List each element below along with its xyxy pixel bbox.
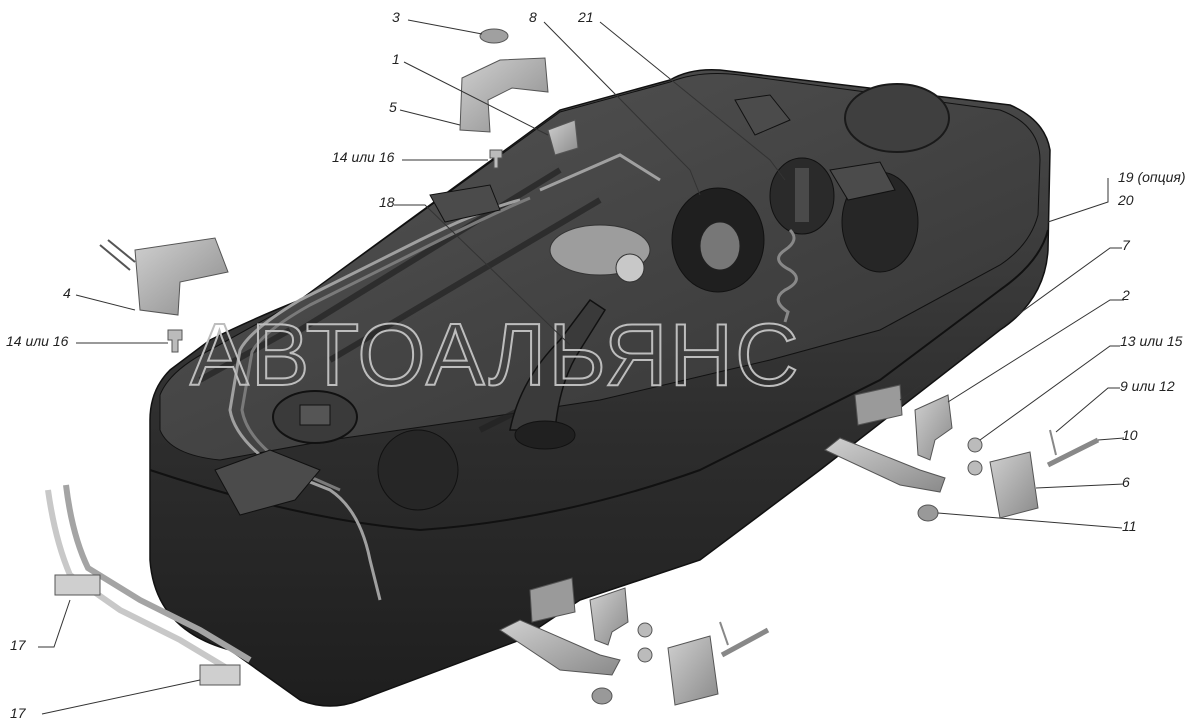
- callout-13: 13 или 15: [1120, 333, 1183, 349]
- sensor-wire-part: [99, 239, 136, 271]
- callout-2: 2: [1121, 287, 1130, 303]
- callout-5: 5: [389, 99, 397, 115]
- clip-part: [547, 119, 579, 156]
- callout-7: 7: [1122, 237, 1131, 253]
- leader-7: [899, 247, 1122, 401]
- callout-1: 1: [392, 51, 400, 67]
- tank-side-recess-front: [377, 429, 459, 511]
- tank-seam-band: [149, 229, 1049, 532]
- leader-19: [1047, 178, 1109, 223]
- leader-8: [543, 21, 701, 196]
- leader-5: [399, 109, 461, 126]
- callout-14-left: 14 или 16: [6, 333, 69, 349]
- tank-ridge: [198, 167, 602, 433]
- clamp-part-upper: [54, 574, 101, 596]
- tank-strap-pad-front: [214, 449, 321, 516]
- leader-4: [75, 294, 136, 311]
- leader-1: [403, 61, 549, 136]
- tensioner-bracket-part-right: [989, 451, 1039, 519]
- leader-18: [394, 204, 571, 346]
- leader-6: [1035, 483, 1125, 489]
- strap-part-left: [499, 619, 621, 676]
- leader-lines: [38, 19, 1125, 715]
- leader-9: [1055, 387, 1120, 433]
- long-bolt-part-left: [720, 627, 770, 658]
- callout-21: 21: [577, 9, 594, 25]
- cotter-pin-part-left: [719, 621, 729, 646]
- bolt-part-left-b: [637, 647, 653, 663]
- nut-part-left: [591, 687, 613, 705]
- callout-6: 6: [1122, 474, 1130, 490]
- callout-20: 20: [1117, 192, 1134, 208]
- callout-17-lower: 17: [10, 705, 27, 721]
- tank-fuel-lines-2: [240, 196, 531, 492]
- exploded-parts: [45, 28, 1100, 706]
- bolt-part-left: [167, 329, 183, 353]
- tank-strap-pad-right: [829, 161, 896, 201]
- tank-sender-fitting: [615, 253, 645, 283]
- callout-17-upper: 17: [10, 637, 27, 653]
- callout-14-top: 14 или 16: [332, 149, 395, 165]
- hose-part-inner: [63, 484, 252, 663]
- callout-labels: 3 8 21 1 5 14 или 16 18 19 (опция) 20 4 …: [6, 9, 1186, 721]
- callout-11: 11: [1122, 518, 1137, 534]
- cotter-pin-part-right: [1049, 429, 1057, 456]
- leader-17a: [38, 599, 71, 648]
- leader-13: [979, 345, 1120, 441]
- callout-10: 10: [1122, 427, 1138, 443]
- callout-9: 9 или 12: [1120, 378, 1175, 394]
- bolt-part-13b: [967, 460, 983, 476]
- clamp-part-lower: [199, 664, 241, 686]
- leader-17b: [41, 679, 201, 715]
- callout-8: 8: [529, 9, 537, 25]
- strap-pad-part-left: [529, 577, 576, 623]
- leader-21: [599, 21, 786, 181]
- tank-fuel-lines: [228, 153, 661, 601]
- bracket-part-left: [134, 237, 229, 316]
- filler-cap-tether: [776, 228, 798, 323]
- bolt-part-top: [489, 149, 503, 169]
- callout-19: 19 (опция): [1118, 169, 1186, 185]
- bolt-part-left-a: [637, 622, 653, 638]
- tank-strap-pad-top-left: [429, 184, 501, 223]
- callout-3: 3: [392, 9, 400, 25]
- bolt-part-13a: [967, 437, 983, 453]
- tank-circular-recess: [844, 83, 950, 153]
- tank-pump-cap: [299, 404, 331, 426]
- callout-18: 18: [379, 194, 395, 210]
- callout-4: 4: [63, 285, 71, 301]
- washer-part: [479, 28, 509, 44]
- strap-pad-part-right: [854, 384, 903, 426]
- leader-11: [937, 512, 1123, 529]
- tank-strap-pad-top: [734, 94, 791, 136]
- leader-2: [947, 299, 1124, 403]
- leader-3: [407, 19, 483, 35]
- filler-cap-handle: [795, 168, 809, 222]
- tensioner-bracket-part-left: [667, 635, 719, 706]
- strap-bracket-part-left: [589, 587, 629, 646]
- leader-10: [1097, 437, 1125, 441]
- strap-part-right: [824, 437, 946, 493]
- watermark: АВТОАЛЬЯНС: [190, 305, 801, 404]
- nut-part-right: [917, 504, 939, 522]
- long-bolt-part-right: [1046, 437, 1100, 468]
- tank-filler-neck-opening: [514, 420, 576, 450]
- tank-filler-neck: [509, 298, 607, 431]
- strap-bracket-part-right: [914, 394, 953, 461]
- filler-gasket-hole: [699, 221, 741, 271]
- bracket-part-top: [459, 57, 549, 133]
